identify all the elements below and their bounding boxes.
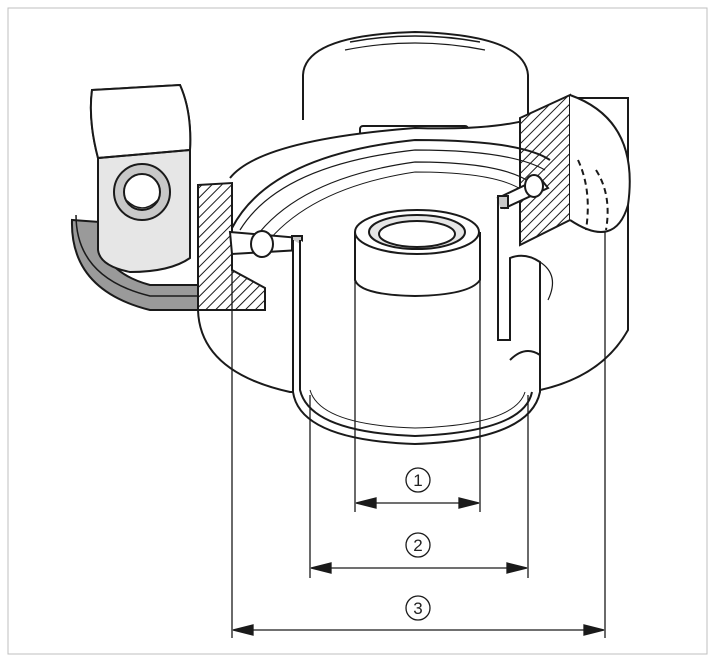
seal-right: [496, 174, 550, 210]
rim-ring: [231, 138, 551, 246]
clamp-lever: [70, 83, 236, 311]
arrow-3-left: [232, 624, 254, 636]
callout-3: 3: [405, 595, 431, 621]
arrow-1-right: [458, 497, 480, 509]
center-cylinder: [354, 209, 481, 298]
callout-label: 2: [413, 536, 422, 555]
arrow-2-left: [310, 562, 332, 574]
callout-label: 3: [413, 599, 422, 618]
callout-circle: [405, 532, 431, 558]
callout-1: 1: [405, 467, 431, 493]
callout-circle: [405, 467, 431, 493]
arrow-1-left: [355, 497, 377, 509]
arrow-3-right: [583, 624, 605, 636]
arrow-2-right: [506, 562, 528, 574]
callout-circle: [405, 595, 431, 621]
dimension-lines: [231, 232, 606, 638]
callout-label: 1: [413, 471, 422, 490]
callout-2: 2: [405, 532, 431, 558]
